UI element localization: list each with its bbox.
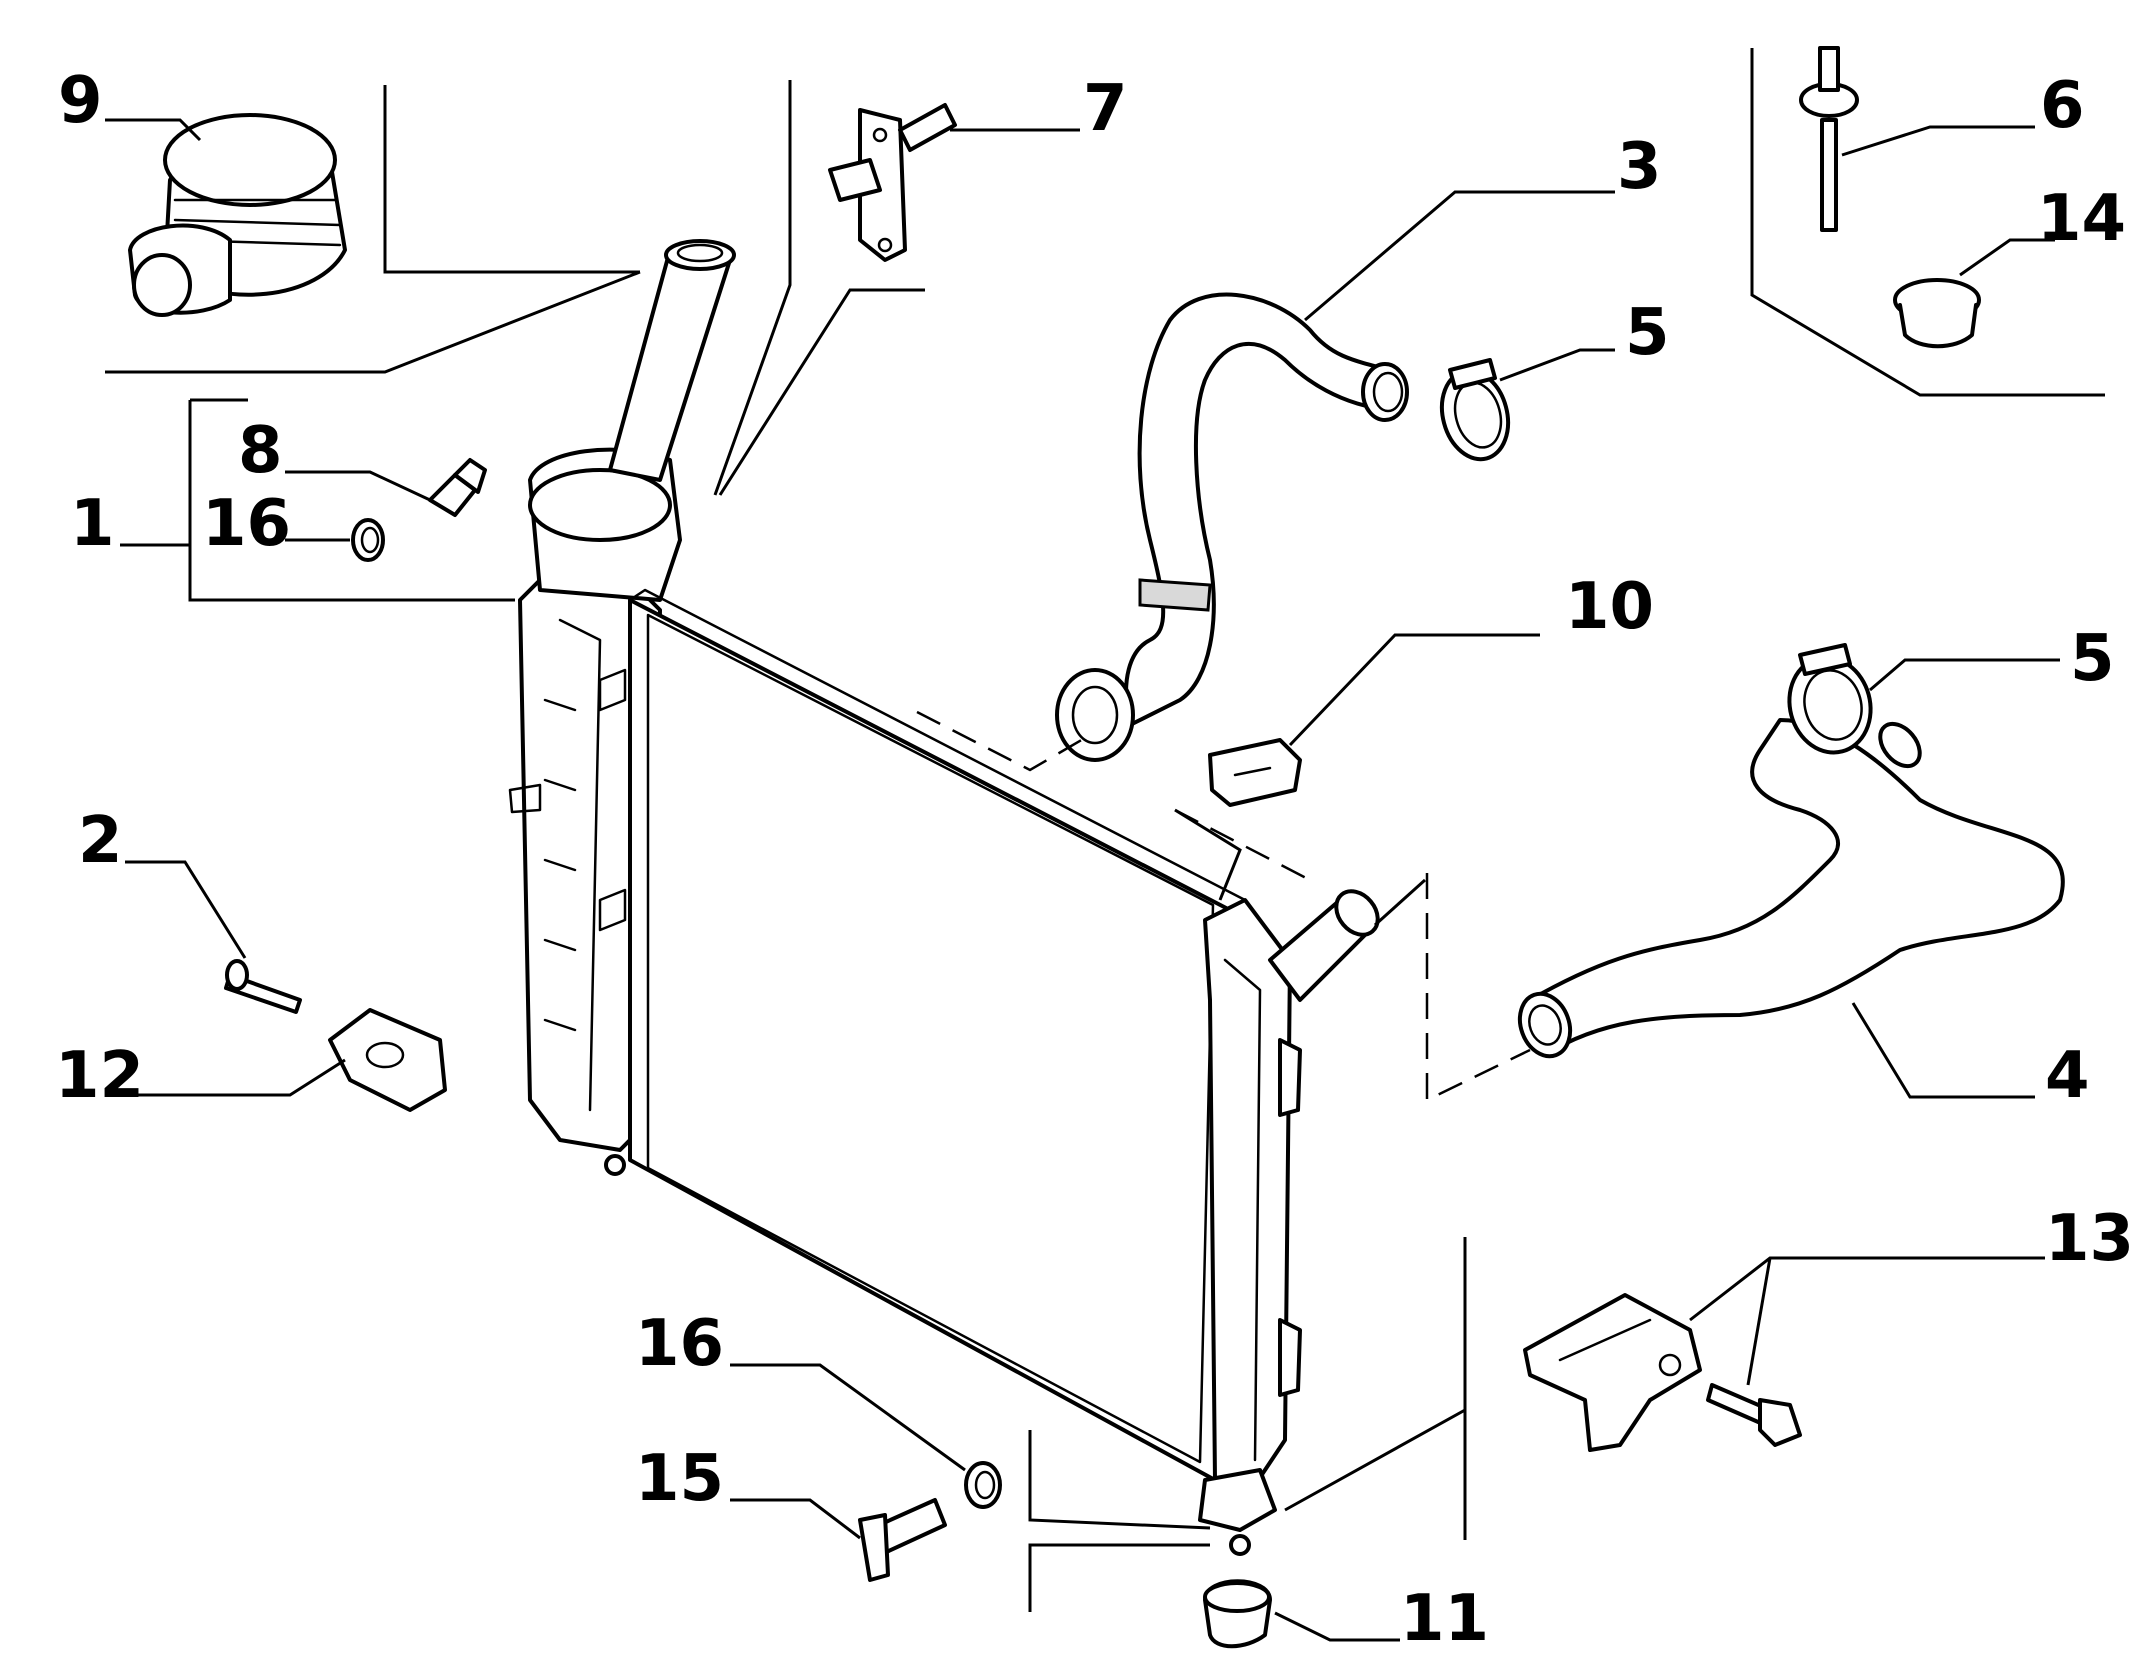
drain-plug (858, 1498, 947, 1582)
upper-hose (1055, 292, 1409, 762)
lower-hose (1517, 718, 2065, 1059)
callout-2: 2 (78, 804, 123, 878)
callout-13: 13 (2045, 1202, 2134, 1276)
callout-5-upper: 5 (1625, 296, 1670, 370)
callout-10: 10 (1565, 570, 1654, 644)
callout-14: 14 (2037, 182, 2126, 256)
callout-5-lower: 5 (2070, 622, 2115, 696)
callouts: 9 7 3 6 14 5 8 1 16 10 5 2 4 12 13 16 15… (55, 64, 2134, 1656)
callout-1: 1 (70, 487, 115, 561)
rubber-grommet (1893, 278, 1981, 349)
radiator-assembly (508, 239, 1380, 1556)
push-rivet (1799, 46, 1859, 232)
callout-3: 3 (1617, 130, 1662, 204)
bleed-screw (428, 458, 487, 517)
callout-6: 6 (2040, 69, 2085, 143)
callout-8: 8 (238, 414, 283, 488)
mounting-clip (1208, 738, 1302, 807)
leader-lines (105, 48, 2105, 1642)
callout-9: 9 (58, 64, 103, 138)
bracket-right (1523, 1293, 1702, 1452)
bolt-right (1706, 1383, 1802, 1447)
callout-12: 12 (55, 1039, 144, 1113)
bolt-left (224, 959, 302, 1014)
callout-16-upper: 16 (202, 487, 291, 561)
callout-16-lower: 16 (635, 1307, 724, 1381)
sensor-bracket (828, 103, 957, 262)
seal-ring-lower (964, 1461, 1002, 1509)
bracket-left (328, 1008, 447, 1112)
hose-clamp-upper (1439, 358, 1511, 462)
seal-ring-upper (351, 518, 385, 562)
alignment-lines (916, 710, 1531, 1102)
hose-clamp-lower (1787, 643, 1873, 755)
rubber-mount (1203, 1579, 1272, 1649)
expansion-cap (128, 113, 347, 317)
callout-7: 7 (1083, 72, 1128, 146)
callout-15: 15 (635, 1442, 724, 1516)
callout-11: 11 (1400, 1582, 1489, 1656)
callout-4: 4 (2045, 1039, 2090, 1113)
